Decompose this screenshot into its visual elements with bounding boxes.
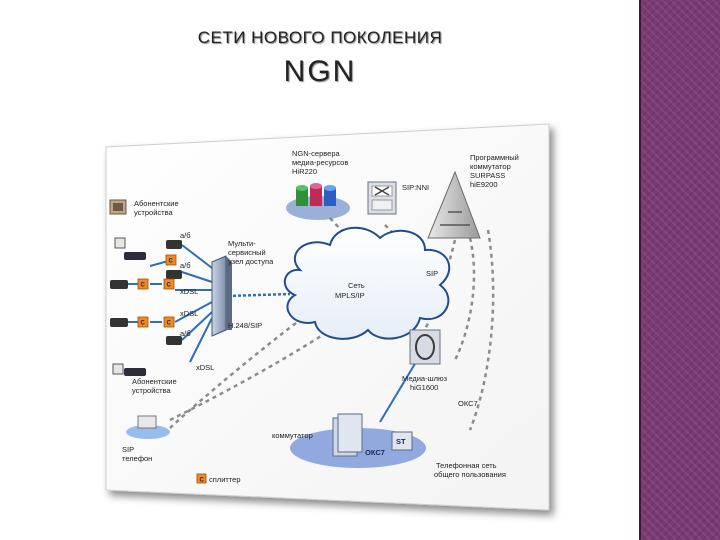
splitter-mark-4: C <box>141 321 146 327</box>
softswitch-device <box>427 170 481 239</box>
xdsl-label-1: xDSL <box>180 287 198 296</box>
ngn-servers-label-3: HiR220 <box>292 167 317 176</box>
sip-server-device <box>367 181 397 215</box>
cloud-label-1: Сеть <box>348 281 365 290</box>
okc7-label: ОКС7 <box>458 399 478 408</box>
sip-phone-label-1: SIP <box>122 445 134 454</box>
pstn-label-2: общего пользования <box>434 470 506 479</box>
access-node-label-3: узел доступа <box>228 257 274 266</box>
pstn-okc7-label: ОКС7 <box>365 448 385 457</box>
access-node-label-2: сервисный <box>228 248 266 257</box>
splitter-mark-5: C <box>167 321 172 327</box>
subscriber-devices-top-1: Абонентские <box>134 199 179 208</box>
ab-label-3: a/б <box>180 329 191 338</box>
mpls-cloud <box>283 226 451 340</box>
st-label: ST <box>396 437 406 446</box>
slide-subtitle: NGN <box>283 55 357 88</box>
splitter-nodes <box>137 254 177 328</box>
decorative-side-band <box>641 0 720 540</box>
subscriber-devices-bottom-2: устройства <box>132 386 171 395</box>
subscriber-devices-bottom-1: Абонентские <box>132 377 177 386</box>
splitter-mark-3: C <box>169 259 174 265</box>
media-server-icons <box>286 183 350 220</box>
subscriber-devices-top-2: устройства <box>134 208 173 217</box>
access-node-label-1: Мульти- <box>228 239 256 248</box>
media-gateway-device <box>409 329 441 365</box>
softswitch-label-4: hiE9200 <box>470 180 498 189</box>
softswitch-label-1: Программный <box>470 153 519 162</box>
splitter-mark-2: C <box>167 283 172 289</box>
ab-label-2: a/б <box>180 261 191 270</box>
sip-nni-label: SIP:NNI <box>402 183 429 192</box>
pstn-cloud <box>290 413 426 468</box>
h248-label: H.248/SIP <box>228 321 262 330</box>
softswitch-label-3: SURPASS <box>470 171 505 180</box>
splitter-mark-1: C <box>141 283 146 289</box>
xdsl-label-3: xDSL <box>196 363 214 372</box>
media-gateway-label-1: Медиа-шлюз <box>402 374 448 383</box>
cloud-label-2: MPLS/IP <box>335 291 365 300</box>
sip-label: SIP <box>426 269 438 278</box>
pstn-label-1: Телефонная сеть <box>436 461 497 470</box>
splitter-legend-icon <box>196 473 207 484</box>
xdsl-label-2: xDSL <box>180 309 198 318</box>
splitter-legend-label: сплиттер <box>209 475 241 484</box>
splitter-mark-legend: C <box>200 478 205 484</box>
side-band-edge <box>639 0 641 540</box>
ab-label-1: a/б <box>180 231 191 240</box>
subscriber-devices <box>109 199 182 439</box>
slide-title: СЕТИ НОВОГО ПОКОЛЕНИЯ <box>197 28 443 47</box>
softswitch-label-2: коммутатор <box>470 162 511 171</box>
access-to-cloud-link <box>227 292 291 298</box>
sip-phone-label-2: телефон <box>122 454 152 463</box>
switch-label: коммутатор <box>272 431 313 440</box>
ngn-servers-label-1: NGN-сервера <box>292 149 340 158</box>
access-node-device <box>211 255 232 337</box>
ngn-servers-label-2: медиа-ресурсов <box>292 158 348 167</box>
media-gateway-label-2: hiG1600 <box>410 383 438 392</box>
